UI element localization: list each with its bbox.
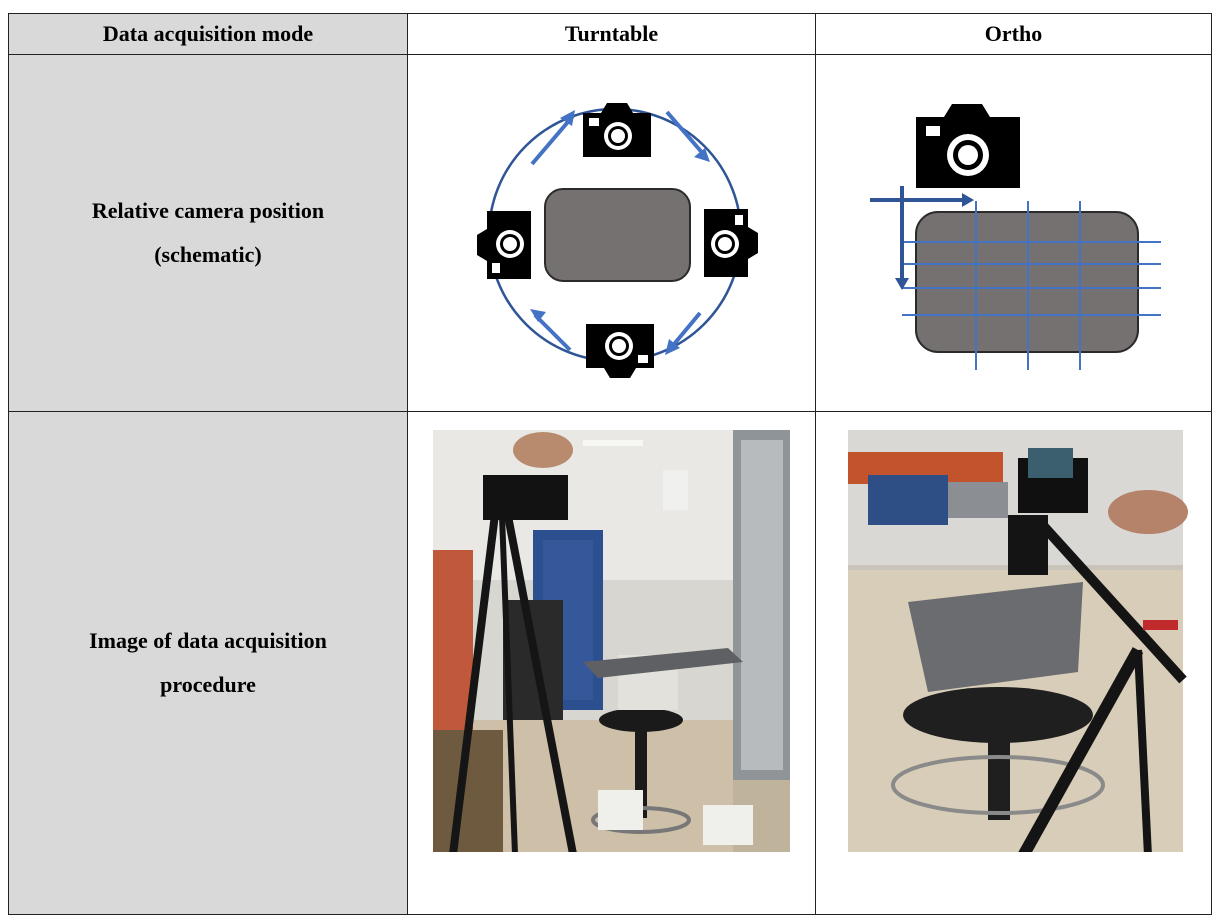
ortho-photo-cell xyxy=(815,410,1212,915)
arrow-icon xyxy=(530,109,575,166)
header-mode: Data acquisition mode xyxy=(8,12,408,56)
photo-row: Image of data acquisition procedure xyxy=(8,410,1212,915)
arrow-icon xyxy=(870,192,974,207)
camera-icon xyxy=(586,323,654,378)
ortho-schematic xyxy=(870,103,1161,370)
turntable-photo-cell xyxy=(407,410,816,915)
arrow-icon xyxy=(665,311,702,355)
camera-icon xyxy=(583,102,651,157)
ortho-schematic-cell xyxy=(815,54,1212,412)
ortho-photo xyxy=(848,429,1188,852)
schematic-row: Relative camera position (schematic) xyxy=(8,54,1212,412)
arrow-icon xyxy=(530,308,572,352)
camera-icon xyxy=(704,208,758,277)
row-label-photo-line2: procedure xyxy=(160,671,256,697)
turntable-schematic xyxy=(477,102,758,378)
row-label-photo: Image of data acquisition procedure xyxy=(8,410,408,915)
header-turntable: Turntable xyxy=(407,12,816,56)
row-label-schematic-line2: (schematic) xyxy=(154,241,262,267)
turntable-schematic-cell xyxy=(407,54,816,412)
row-label-photo-line1: Image of data acquisition xyxy=(89,627,327,653)
turntable-photo xyxy=(433,429,790,852)
arrow-icon xyxy=(895,185,909,290)
arrow-icon xyxy=(665,110,710,162)
row-label-schematic-line1: Relative camera position xyxy=(91,197,325,223)
acquisition-modes-table: Data acquisition mode Turntable Ortho Re… xyxy=(8,12,1212,915)
row-label-schematic: Relative camera position (schematic) xyxy=(8,54,408,412)
header-ortho: Ortho xyxy=(815,12,1212,56)
camera-icon xyxy=(916,103,1020,188)
object-rect xyxy=(544,187,691,282)
camera-icon xyxy=(477,210,531,279)
header-row: Data acquisition mode Turntable Ortho xyxy=(8,12,1212,56)
scan-grid xyxy=(902,200,1161,370)
